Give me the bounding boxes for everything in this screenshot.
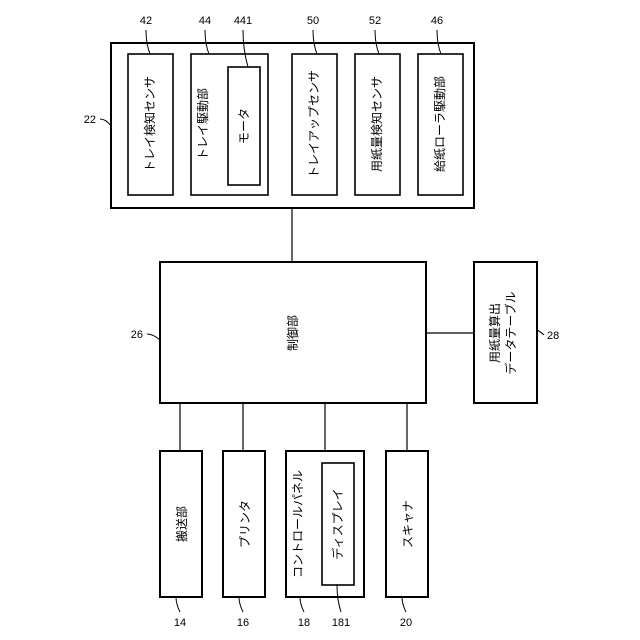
conveyor-ref: 14 <box>174 617 186 629</box>
printer-label: プリンタ <box>238 500 252 548</box>
feed-roller-drive-label: 給紙ローラ駆動部 <box>432 76 447 172</box>
motor-label: モータ <box>237 108 251 144</box>
scanner-leader <box>402 597 406 612</box>
conveyor-leader <box>176 597 180 612</box>
paper-table-leader <box>537 330 544 335</box>
paper-table-label-line2: データテーブル <box>503 291 518 374</box>
control-panel-leader <box>300 597 304 612</box>
tray-detect-sensor-label: トレイ検知センサ <box>143 76 157 172</box>
sensor-group-leader <box>100 119 111 126</box>
paper-amount-sensor-label: 用紙量検知センサ <box>369 76 384 172</box>
sensor-group-ref: 22 <box>84 114 96 126</box>
tray-up-sensor-label: トレイアップセンサ <box>307 70 321 178</box>
printer-ref: 16 <box>237 617 249 629</box>
controller-ref: 26 <box>131 329 143 341</box>
motor-ref: 441 <box>234 15 252 27</box>
paper-amount-sensor-ref: 52 <box>369 15 381 27</box>
paper-table-label-line1: 用紙量算出 <box>487 303 502 363</box>
tray-detect-sensor-ref: 42 <box>140 15 152 27</box>
control-panel-label: コントロールパネル <box>291 470 305 578</box>
tray-drive-unit-label: トレイ駆動部 <box>195 88 210 160</box>
display-ref: 181 <box>332 617 350 629</box>
controller-label: 制御部 <box>285 315 300 351</box>
feed-roller-drive-ref: 46 <box>431 15 443 27</box>
tray-drive-unit-ref: 44 <box>199 15 211 27</box>
control-panel-ref: 18 <box>298 617 310 629</box>
tray-up-sensor-ref: 50 <box>307 15 319 27</box>
printer-leader <box>239 597 243 612</box>
paper-table-ref: 28 <box>547 330 559 342</box>
controller-leader <box>147 334 160 340</box>
scanner-label: スキャナ <box>401 500 415 548</box>
conveyor-label: 搬送部 <box>174 506 189 542</box>
scanner-ref: 20 <box>400 617 412 629</box>
display-label: ディスプレイ <box>330 488 345 559</box>
